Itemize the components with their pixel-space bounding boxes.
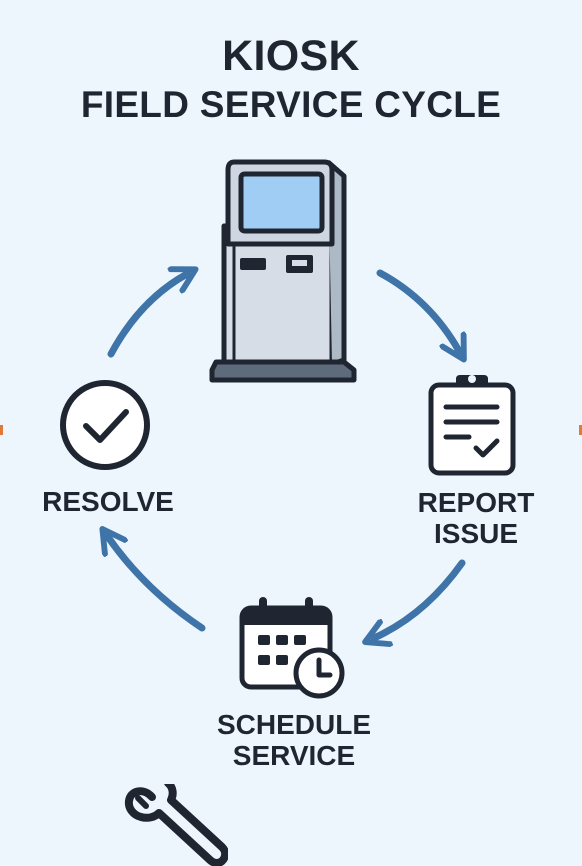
right-edge-marker: [579, 425, 582, 435]
arrow-report-to-schedule: [374, 559, 466, 638]
resolve-label: RESOLVE: [42, 486, 174, 517]
schedule-service-line-2: SERVICE: [232, 740, 356, 771]
arrow-schedule-to-resolve: [108, 537, 206, 632]
report-issue-label: REPORT ISSUE: [398, 487, 554, 549]
wrench-icon: [124, 784, 228, 866]
schedule-service-line-1: SCHEDULE: [216, 709, 371, 740]
title-line-1: KIOSK: [222, 32, 360, 80]
report-issue-line-2: ISSUE: [433, 518, 519, 549]
checkmark-circle-icon: [60, 380, 150, 470]
kiosk-icon: [209, 159, 357, 383]
calendar-clock-icon: [239, 597, 345, 699]
report-issue-line-1: REPORT: [417, 487, 535, 518]
clipboard-check-icon: [428, 375, 516, 476]
title-line-2: FIELD SERVICE CYCLE: [80, 84, 502, 125]
schedule-service-label: SCHEDULE SERVICE: [192, 709, 396, 771]
arrow-kiosk-to-report: [376, 269, 459, 351]
arrow-resolve-to-kiosk: [107, 274, 187, 358]
left-edge-marker: [0, 425, 3, 435]
